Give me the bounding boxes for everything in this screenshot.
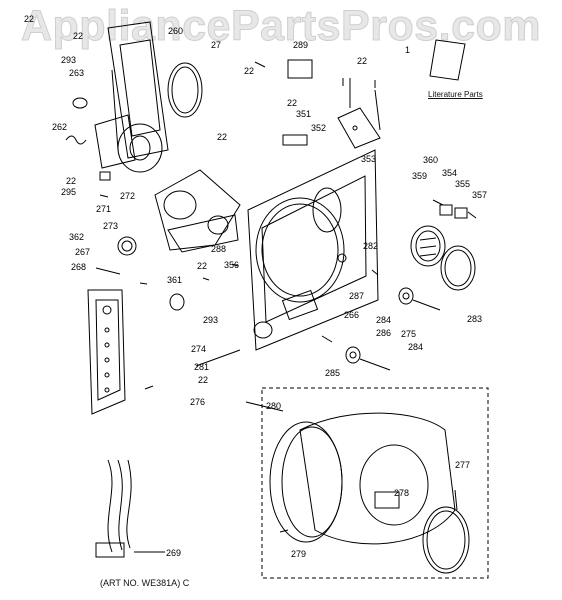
callout-289: 289 (293, 40, 308, 50)
callout-285: 285 (325, 368, 340, 378)
callout-263: 263 (69, 68, 84, 78)
callout-22: 22 (24, 14, 34, 24)
sensor-block (287, 59, 313, 79)
callout-260: 260 (168, 26, 183, 36)
wire-harness (107, 459, 132, 553)
callout-293: 293 (203, 315, 218, 325)
drum-roller-a (398, 287, 414, 305)
rear-duct-panel (107, 21, 169, 159)
callout-357: 357 (472, 190, 487, 200)
callout-273: 273 (103, 221, 118, 231)
callout-22: 22 (66, 176, 76, 186)
callout-295: 295 (61, 187, 76, 197)
callout-268: 268 (71, 262, 86, 272)
callout-286: 286 (376, 328, 391, 338)
seal-ring (117, 236, 137, 256)
callout-22: 22 (198, 375, 208, 385)
callout-284: 284 (376, 315, 391, 325)
callout-288: 288 (211, 244, 226, 254)
callout-22: 22 (244, 66, 254, 76)
callout-282: 282 (363, 241, 378, 251)
callout-280: 280 (266, 401, 281, 411)
callout-1: 1 (405, 45, 410, 55)
callout-355: 355 (455, 179, 470, 189)
callout-361: 361 (167, 275, 182, 285)
callout-269: 269 (166, 548, 181, 558)
drum-roller-b (345, 346, 361, 364)
callout-274: 274 (191, 344, 206, 354)
callout-293: 293 (61, 55, 76, 65)
callout-276: 276 (190, 397, 205, 407)
drum-group-box (261, 387, 489, 579)
callout-22: 22 (287, 98, 297, 108)
thermostat-bracket (337, 107, 381, 149)
callout-27: 27 (211, 40, 221, 50)
callout-359: 359 (412, 171, 427, 181)
callout-277: 277 (455, 460, 470, 470)
front-bulkhead (247, 149, 379, 351)
callout-279: 279 (291, 549, 306, 559)
callout-262: 262 (52, 122, 67, 132)
callout-354: 354 (442, 168, 457, 178)
blower-housing (154, 169, 241, 251)
drum-seal-ring (422, 506, 470, 574)
callout-287: 287 (349, 291, 364, 301)
callout-22: 22 (73, 31, 83, 41)
blower-wheel (117, 123, 163, 173)
callout-283: 283 (467, 314, 482, 324)
callout-271: 271 (96, 204, 111, 214)
callout-272: 272 (120, 191, 135, 201)
belt-ring (167, 62, 203, 118)
callout-278: 278 (394, 488, 409, 498)
callout-22: 22 (217, 132, 227, 142)
callout-351: 351 (296, 109, 311, 119)
callout-266: 266 (344, 310, 359, 320)
callout-362: 362 (69, 232, 84, 242)
callout-356: 356 (224, 260, 239, 270)
art-number: (ART NO. WE381A) C (100, 578, 190, 588)
motor-housing (94, 114, 136, 169)
callout-22: 22 (357, 56, 367, 66)
heater-duct (87, 289, 126, 415)
callout-360: 360 (423, 155, 438, 165)
callout-22: 22 (197, 261, 207, 271)
exhaust-grille (440, 245, 476, 291)
callout-284: 284 (408, 342, 423, 352)
callout-267: 267 (75, 247, 90, 257)
lint-screen (410, 225, 446, 267)
literature-parts-label: Literature Parts (428, 90, 483, 99)
drum-body (299, 412, 456, 545)
bulkhead-opening (255, 197, 345, 303)
callout-281: 281 (194, 362, 209, 372)
callout-352: 352 (311, 123, 326, 133)
literature-booklet (429, 39, 466, 81)
callout-353: 353 (361, 154, 376, 164)
callout-275: 275 (401, 329, 416, 339)
